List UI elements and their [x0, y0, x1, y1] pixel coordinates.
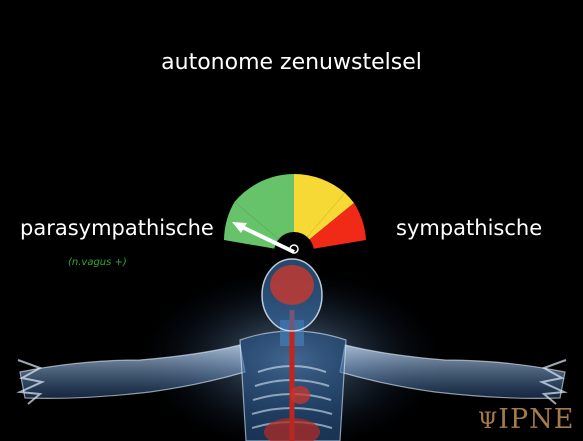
logo-icon: Ψ: [478, 409, 498, 434]
parasympathetic-label: parasympathische: [20, 216, 214, 240]
ipne-logo: ΨIPNE: [478, 404, 574, 435]
sympathetic-label: sympathische: [396, 216, 542, 240]
logo-text: IPNE: [498, 404, 574, 435]
vagus-note: (n.vagus +): [68, 257, 127, 268]
